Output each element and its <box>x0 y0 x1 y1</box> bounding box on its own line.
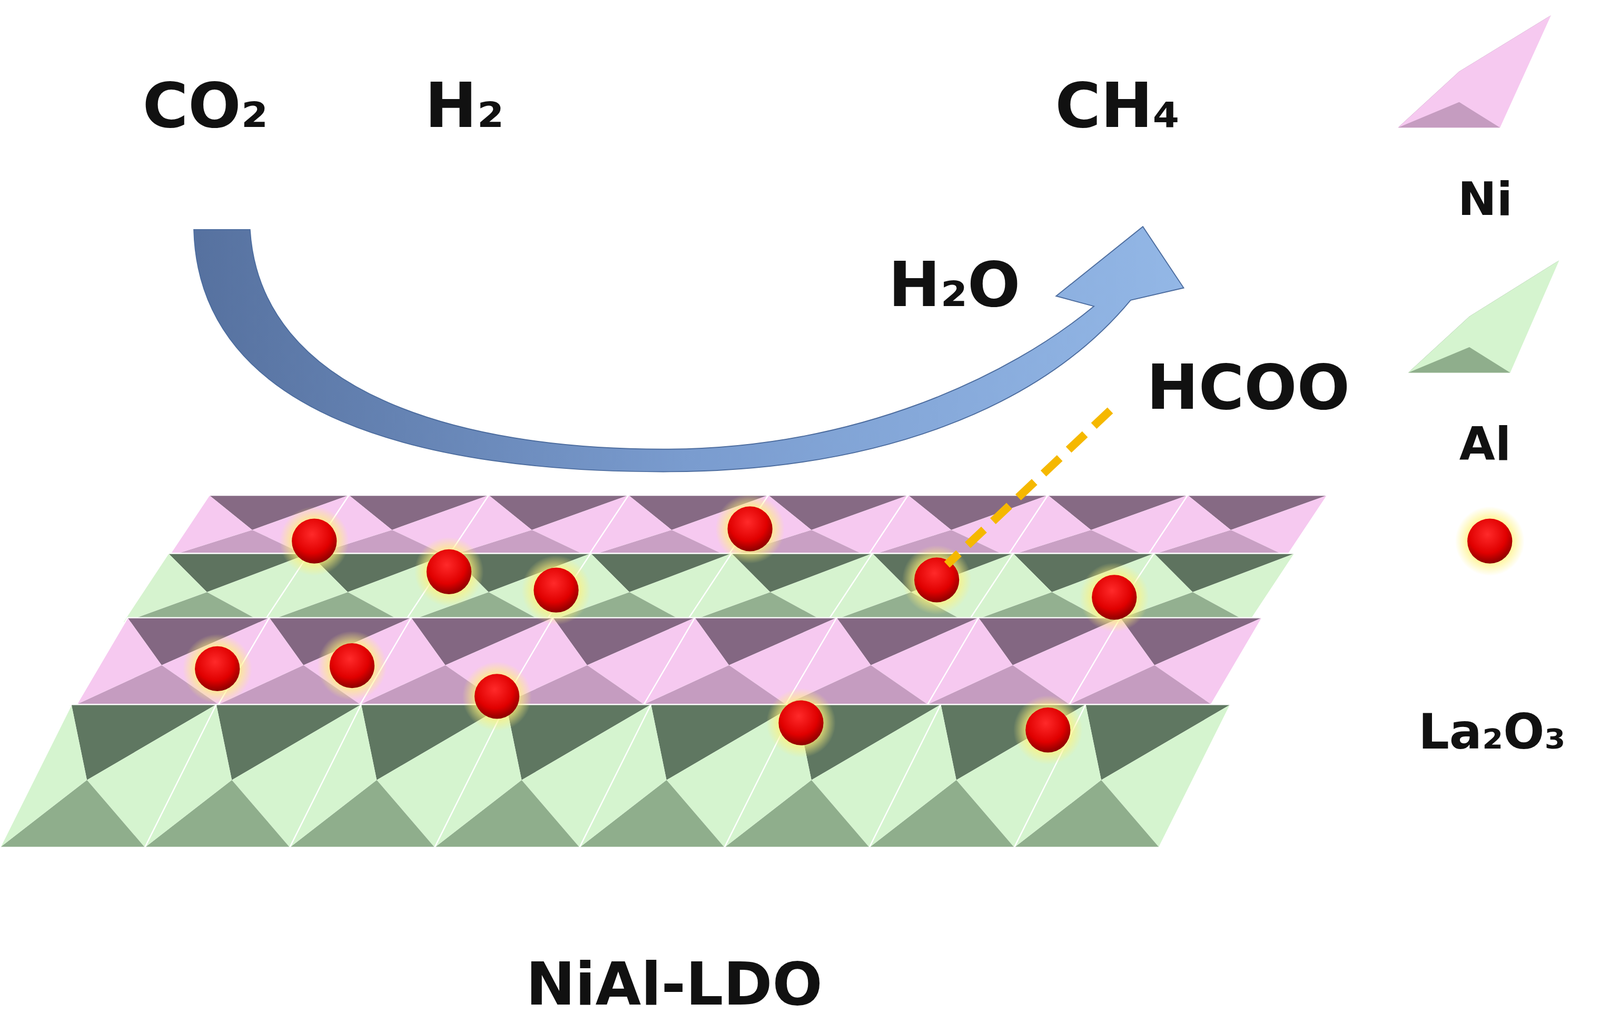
octahedron-face <box>289 704 377 847</box>
la2o3-particles <box>182 494 1150 765</box>
la2o3-particle <box>902 545 972 615</box>
ni-octahedron-icon <box>1397 15 1552 128</box>
octahedron-face <box>927 617 1013 705</box>
reaction-arrow <box>193 226 1184 472</box>
octahedron-face <box>76 617 162 705</box>
material-label: NiAl-LDO <box>525 954 823 1014</box>
octahedron-face <box>1147 495 1231 557</box>
octahedron-face <box>1006 495 1091 557</box>
octahedron-edge <box>1014 704 1231 847</box>
la2o3-particle <box>182 634 253 704</box>
octahedron-face <box>579 704 667 847</box>
la2o3-particle <box>462 661 532 732</box>
octahedron-face <box>122 552 207 623</box>
la2o3-icon <box>1455 506 1525 576</box>
legend-label: La₂O₃ <box>1418 707 1566 757</box>
octahedron-edge <box>76 617 270 705</box>
la2o3-particle <box>1013 695 1083 765</box>
octahedron-face <box>967 552 1052 623</box>
layered-oxide <box>0 495 1328 848</box>
la2o3-particle <box>766 687 836 758</box>
reactant-label: CO₂ <box>142 74 269 137</box>
la2o3-particle <box>715 494 785 564</box>
la2o3-particle <box>317 630 388 701</box>
legend-label: Al <box>1459 420 1511 468</box>
la2o3-particle <box>279 506 350 576</box>
octahedron-face <box>826 552 911 623</box>
al-octahedron-icon <box>1408 260 1560 373</box>
octahedron-face <box>644 617 730 705</box>
product-label: CH₄ <box>1054 74 1180 137</box>
octahedron-face <box>1014 704 1102 847</box>
la2o3-particle <box>1079 562 1150 632</box>
octahedron-face <box>869 704 957 847</box>
octahedron-face <box>168 495 253 557</box>
intermediate-label: HCOO <box>1146 356 1350 419</box>
octahedron-edge <box>1147 495 1328 557</box>
octahedron-face <box>144 704 232 847</box>
legend-label: Ni <box>1457 175 1513 223</box>
octahedron-face <box>685 552 770 623</box>
reactant-label: H₂ <box>425 74 505 137</box>
la2o3-particle <box>521 555 591 625</box>
octahedron-face <box>0 704 87 847</box>
octahedron-face <box>587 495 672 557</box>
product-label: H₂O <box>888 253 1021 316</box>
octahedron-edge <box>967 552 1155 623</box>
la2o3-particle <box>414 536 485 607</box>
octahedron-edge <box>1069 617 1263 705</box>
leader-line <box>946 410 1111 565</box>
